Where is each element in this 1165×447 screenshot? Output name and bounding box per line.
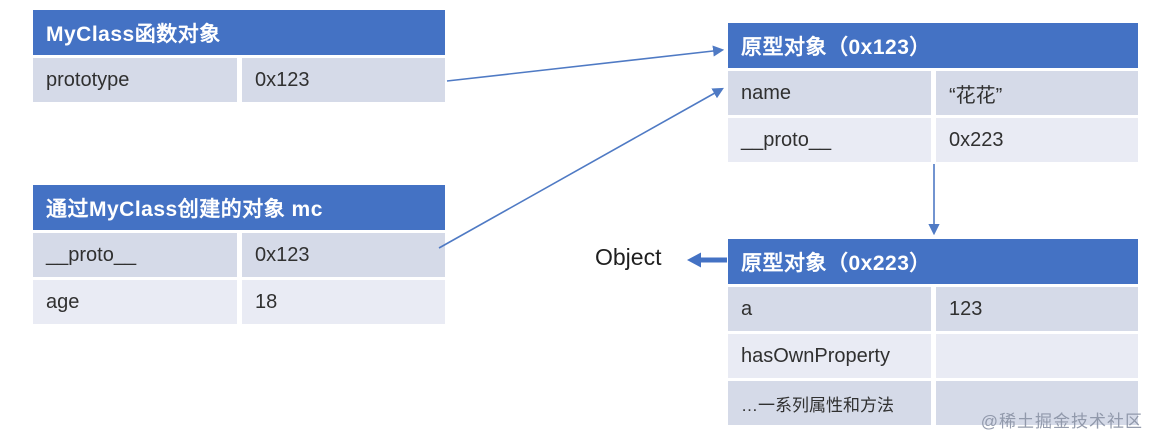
cell-age-value: 18: [242, 280, 445, 324]
table-row: age 18: [33, 280, 445, 324]
cell-proto-value: 0x123: [242, 233, 445, 277]
cell-more-properties-key: …一系列属性和方法: [728, 381, 931, 425]
cell-name-key: name: [728, 71, 931, 115]
cell-a-key: a: [728, 287, 931, 331]
table-mc-title: 通过MyClass创建的对象 mc: [33, 185, 445, 230]
table-proto123-title: 原型对象（0x123）: [728, 23, 1138, 68]
object-label: Object: [595, 244, 662, 270]
table-myclass-function-object: MyClass函数对象 prototype 0x123: [33, 10, 445, 102]
table-row: __proto__ 0x123: [33, 233, 445, 277]
table-proto223-title: 原型对象（0x223）: [728, 239, 1138, 284]
table-row: name “花花”: [728, 71, 1138, 115]
arrow-proto223-to-object-head: [687, 252, 701, 268]
cell-a-value: 123: [936, 287, 1138, 331]
cell-proto-key: __proto__: [33, 233, 237, 277]
arrow-mc-proto-to-proto123: [438, 87, 724, 249]
table-row: __proto__ 0x223: [728, 118, 1138, 162]
cell-prototype-value: 0x123: [242, 58, 445, 102]
cell-more-properties-value: [936, 381, 1138, 425]
cell-prototype-key: prototype: [33, 58, 237, 102]
table-prototype-object-0x123: 原型对象（0x123） name “花花” __proto__ 0x223: [728, 23, 1138, 162]
cell-proto-key: __proto__: [728, 118, 931, 162]
table-row: hasOwnProperty: [728, 334, 1138, 378]
table-mc-instance-object: 通过MyClass创建的对象 mc __proto__ 0x123 age 18: [33, 185, 445, 324]
table-row: a 123: [728, 287, 1138, 331]
cell-hasownproperty-key: hasOwnProperty: [728, 334, 931, 378]
cell-proto-value: 0x223: [936, 118, 1138, 162]
table-row: prototype 0x123: [33, 58, 445, 102]
arrow-prototype-to-proto123: [446, 45, 725, 82]
table-prototype-object-0x223: 原型对象（0x223） a 123 hasOwnProperty …一系列属性和…: [728, 239, 1138, 425]
table-row: …一系列属性和方法: [728, 381, 1138, 425]
cell-age-key: age: [33, 280, 237, 324]
cell-hasownproperty-value: [936, 334, 1138, 378]
table-myclass-title: MyClass函数对象: [33, 10, 445, 55]
cell-name-value: “花花”: [936, 71, 1138, 115]
watermark-label: @稀土掘金技术社区: [980, 412, 1143, 431]
